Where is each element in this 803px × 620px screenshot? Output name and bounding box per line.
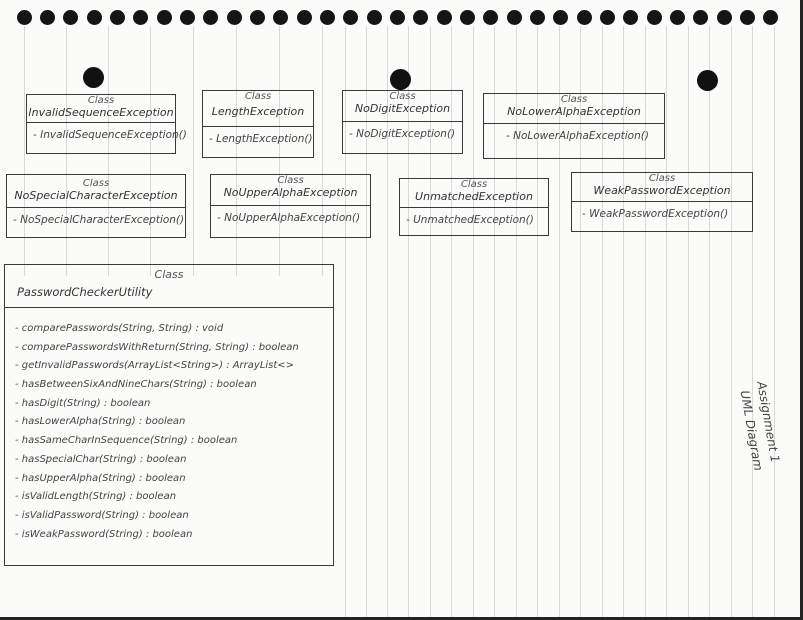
class-stereotype: Class <box>87 95 115 106</box>
class-name: NoLowerAlphaException <box>507 105 641 118</box>
class-constructor: - InvalidSequenceException() <box>33 129 187 141</box>
class-name: LengthException <box>211 105 305 118</box>
method-entry: - hasSameCharInSequence(String) : boolea… <box>15 435 238 447</box>
class-stereotype: Class <box>460 179 488 190</box>
class-name: UnmatchedException <box>415 190 533 203</box>
class-box-no-special-character-exception: Class NoSpecialCharacterException - NoSp… <box>6 174 186 238</box>
method-entry: - isValidPassword(String) : boolean <box>15 509 189 521</box>
class-stereotype: Class <box>648 173 676 184</box>
class-stereotype: Class <box>82 178 110 189</box>
class-constructor: - UnmatchedException() <box>406 214 534 226</box>
class-constructor: - LengthException() <box>209 133 313 145</box>
method-entry: - comparePasswordsWithReturn(String, Str… <box>15 341 299 353</box>
class-stereotype: Class <box>244 91 272 102</box>
class-name: PasswordCheckerUtility <box>17 285 153 299</box>
method-entry: - hasUpperAlpha(String) : boolean <box>15 472 186 484</box>
assignment-note: Assignment 1 UML Diagram <box>735 380 786 472</box>
method-entry: - isWeakPassword(String) : boolean <box>15 528 193 540</box>
class-constructor: - WeakPasswordException() <box>582 208 729 220</box>
class-constructor: - NoLowerAlphaException() <box>506 130 649 142</box>
class-stereotype: Class <box>560 94 588 105</box>
class-name: NoSpecialCharacterException <box>14 189 178 202</box>
class-constructor: - NoSpecialCharacterException() <box>13 214 185 226</box>
class-box-no-upper-alpha-exception: Class NoUpperAlphaException - NoUpperAlp… <box>210 174 371 238</box>
class-box-password-checker-utility: Class PasswordCheckerUtility - comparePa… <box>4 264 334 566</box>
method-entry: - hasBetweenSixAndNineChars(String) : bo… <box>15 379 257 391</box>
class-name: WeakPasswordException <box>593 184 731 197</box>
class-box-no-lower-alpha-exception: Class NoLowerAlphaException - NoLowerAlp… <box>483 93 665 159</box>
method-entry: - hasLowerAlpha(String) : boolean <box>15 416 186 428</box>
class-name: NoDigitException <box>354 102 451 115</box>
class-box-unmatched-exception: Class UnmatchedException - UnmatchedExce… <box>399 178 549 236</box>
method-entry: - getInvalidPasswords(ArrayList<String>)… <box>15 360 295 372</box>
class-box-length-exception: Class LengthException - LengthException(… <box>202 90 314 158</box>
method-entry: - hasSpecialChar(String) : boolean <box>15 453 187 465</box>
class-stereotype: Class <box>154 268 184 281</box>
punch-hole <box>390 69 411 90</box>
method-list: - comparePasswords(String, String) : voi… <box>5 320 333 544</box>
class-constructor: - NoDigitException() <box>349 128 456 140</box>
punch-hole <box>697 70 718 91</box>
class-box-invalid-sequence-exception: Class InvalidSequenceException - Invalid… <box>26 94 187 154</box>
method-entry: - comparePasswords(String, String) : voi… <box>15 323 224 334</box>
class-box-no-digit-exception: Class NoDigitException - NoDigitExceptio… <box>342 90 463 154</box>
class-stereotype: Class <box>389 91 416 102</box>
class-name: InvalidSequenceException <box>28 106 174 119</box>
method-entry: - hasDigit(String) : boolean <box>15 397 151 409</box>
class-box-weak-password-exception: Class WeakPasswordException - WeakPasswo… <box>571 172 753 232</box>
class-stereotype: Class <box>277 175 304 186</box>
method-entry: - isValidLength(String) : boolean <box>15 491 177 503</box>
class-name: NoUpperAlphaException <box>223 186 358 199</box>
class-constructor: - NoUpperAlphaException() <box>217 212 361 224</box>
punch-hole <box>83 67 104 88</box>
